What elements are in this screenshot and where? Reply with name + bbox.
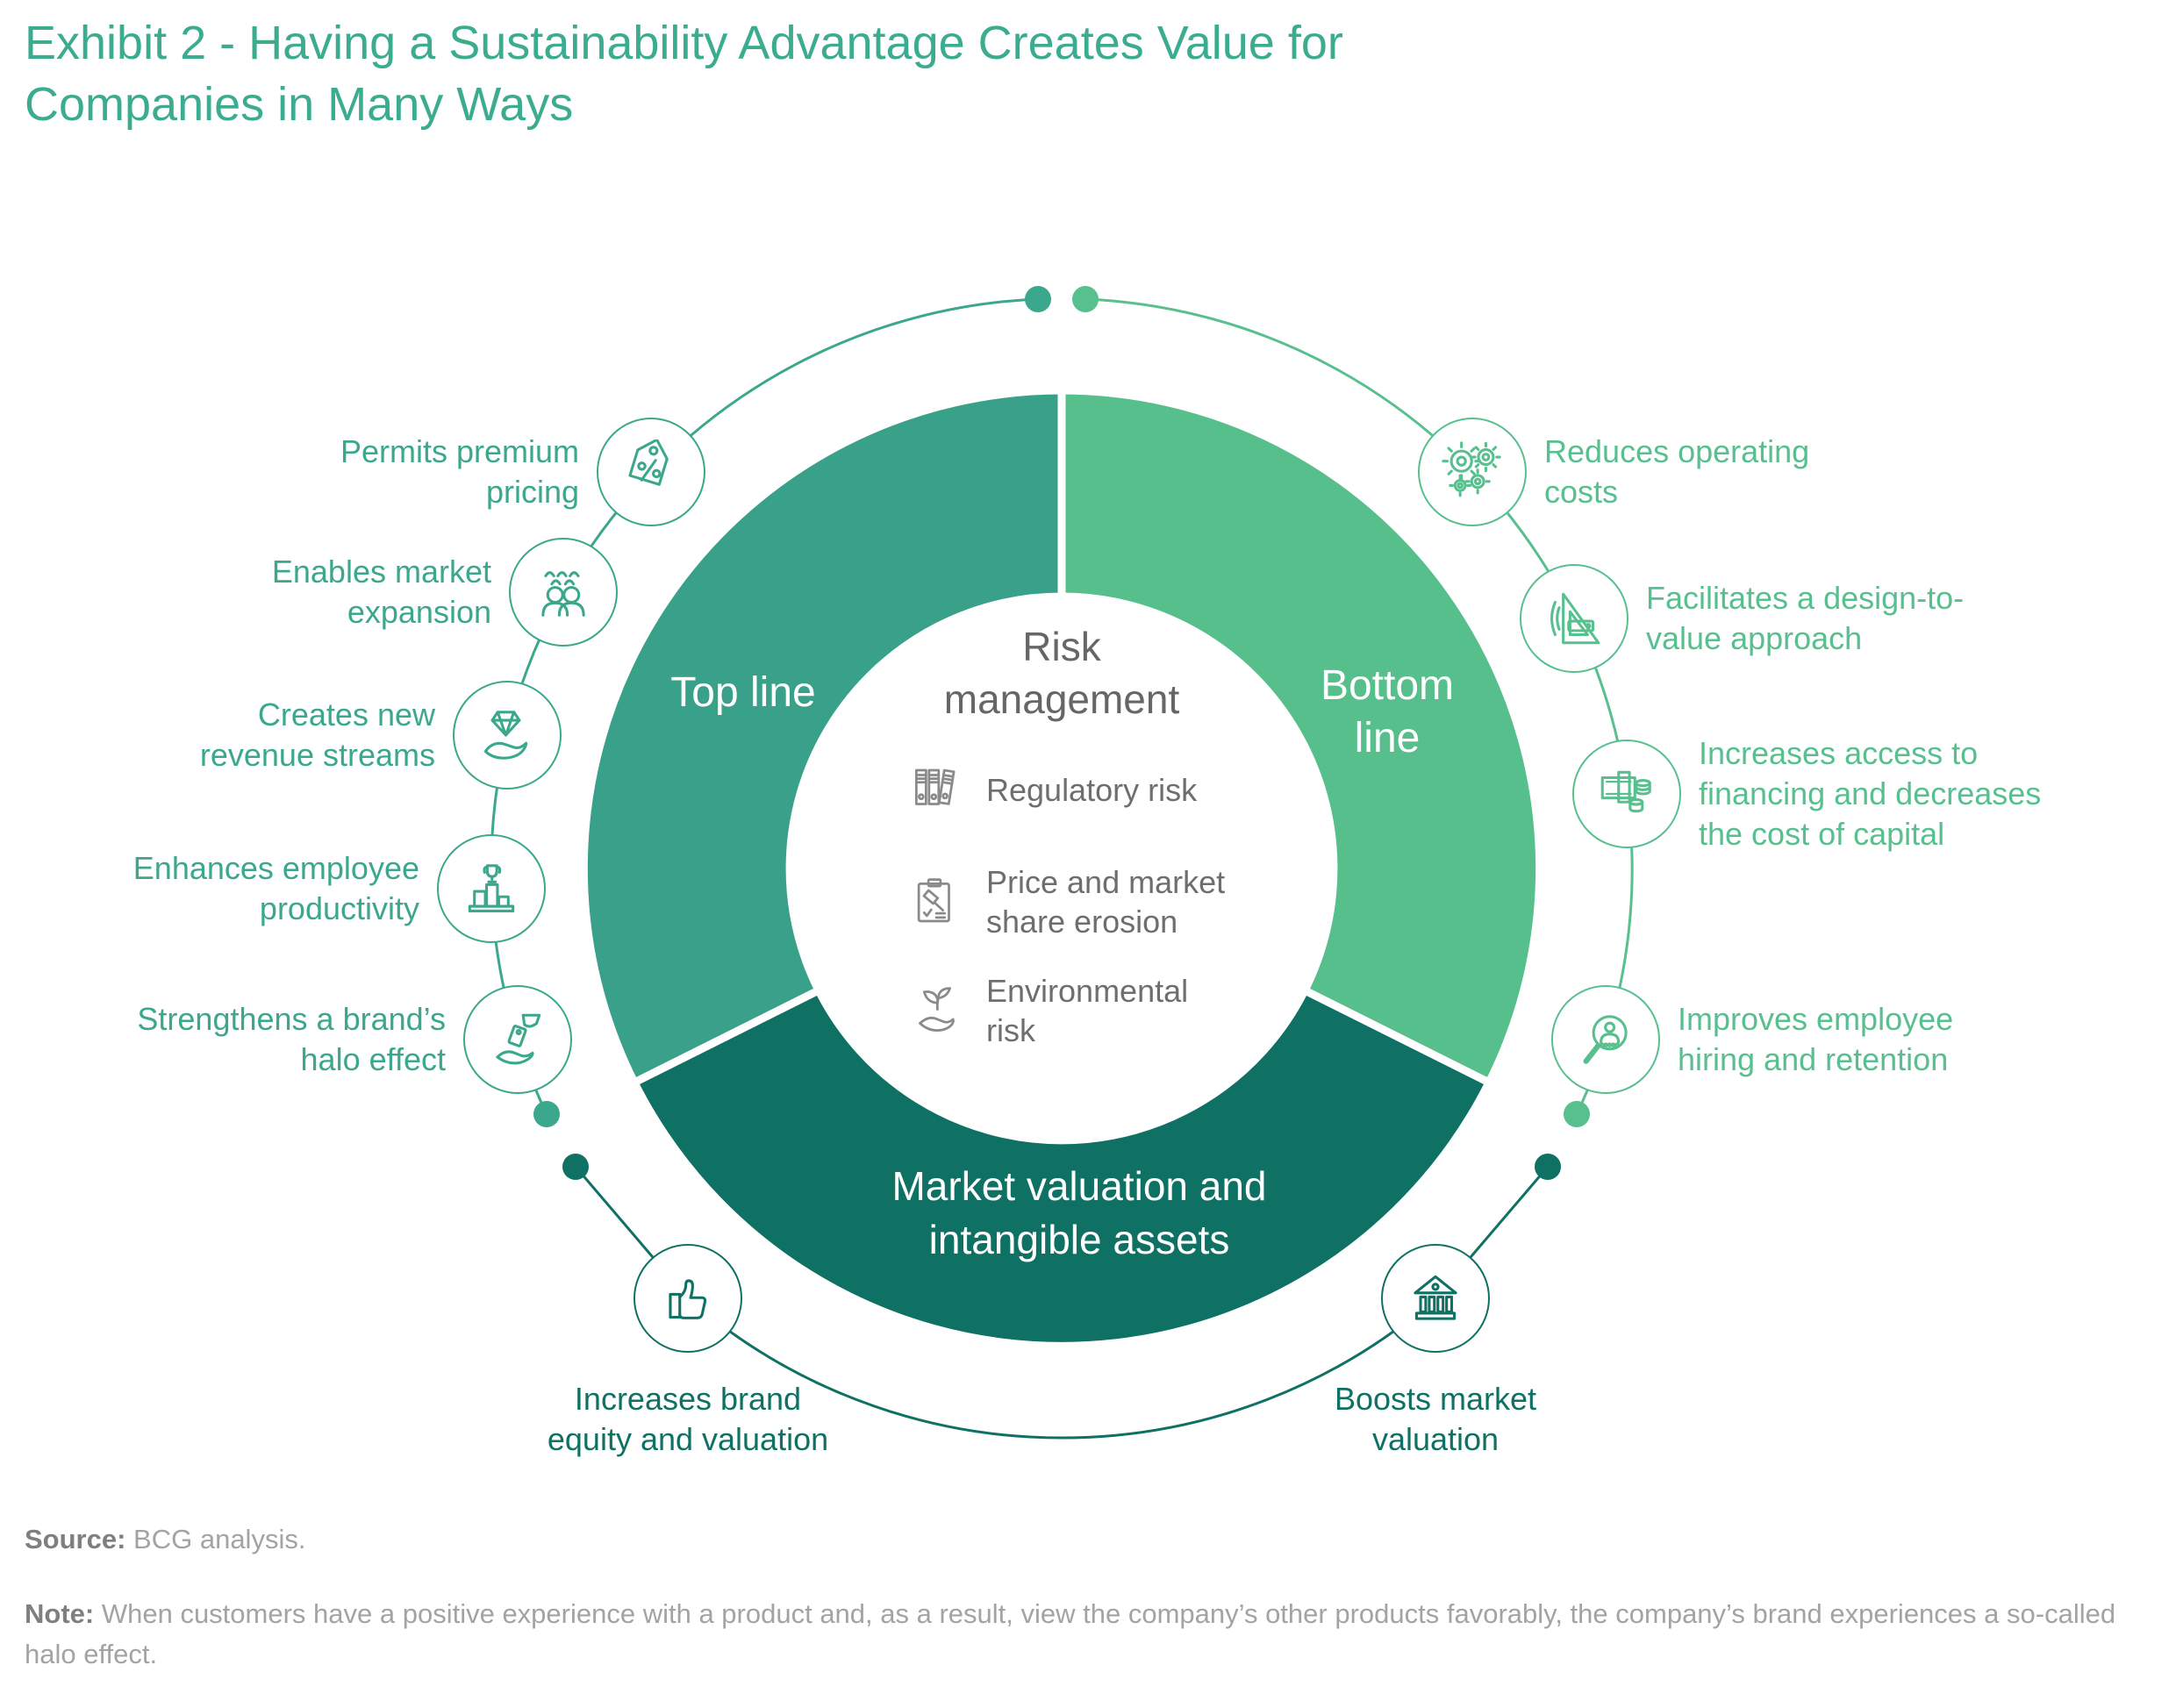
benefit-label-halo-effect: Strengthens a brand’s halo effect — [137, 1001, 446, 1078]
benefit-label-market-expansion: Enables market expansion — [271, 554, 491, 631]
drafting-tools-icon — [1520, 564, 1628, 673]
risk-item-environmental: Environmental risk — [905, 967, 1283, 1054]
risk-management-heading: Risk management — [943, 624, 1180, 722]
benefit-label-employee-productivity: Enhances employee productivity — [132, 850, 419, 927]
benefit-label-access-to-financing: Increases access to financing and decrea… — [1699, 735, 2042, 853]
risk-item-label: Regulatory risk — [986, 771, 1198, 808]
magnifier-person-icon — [1551, 985, 1660, 1094]
market-valuation-arc — [687, 1297, 1436, 1440]
price-tag-percent-icon — [597, 418, 705, 526]
risk-item-price-erosion: Price and market share erosion — [905, 858, 1283, 946]
crowd-icon — [509, 538, 618, 647]
diamond-hand-icon — [453, 681, 562, 790]
benefit-label-premium-pricing: Permits premium pricing — [340, 433, 579, 511]
source-text: BCG analysis. — [133, 1524, 306, 1554]
binders-icon — [915, 768, 956, 805]
exhibit-title: Exhibit 2 - Having a Sustainability Adva… — [25, 17, 1343, 132]
top-line-arc-end-dot — [533, 1101, 560, 1127]
risk-item-label: Environmental risk — [986, 973, 1189, 1048]
market-valuation-dot-left — [562, 1154, 589, 1180]
thumbs-up-icon — [633, 1244, 742, 1353]
note-line: Note: When customers have a positive exp… — [25, 1594, 2151, 1676]
benefit-label-brand-equity: Increases brand equity and valuation — [547, 1381, 829, 1458]
bottom-line-arc-end-dot — [1564, 1101, 1590, 1127]
source-line: Source: BCG analysis. — [25, 1519, 2151, 1561]
plant-hand-icon — [919, 987, 955, 1032]
risk-item-regulatory: Regulatory risk — [905, 753, 1283, 826]
footer: Source: BCG analysis. Note: When custome… — [25, 1519, 2151, 1676]
bank-icon — [1381, 1244, 1490, 1353]
benefit-label-boosts-valuation: Boosts market valuation — [1334, 1381, 1537, 1458]
market-valuation-dot-right — [1535, 1154, 1561, 1180]
gears-icon — [1418, 418, 1527, 526]
benefit-label-revenue-streams: Creates new revenue streams — [199, 697, 435, 774]
segment-label-top-line: Top line — [670, 669, 816, 716]
note-text: When customers have a positive experienc… — [25, 1597, 2116, 1670]
benefit-label-design-to-value: Facilitates a design-to-value approach — [1646, 580, 1965, 657]
benefit-label-operating-costs: Reduces operating costs — [1544, 433, 1810, 511]
hands-price-tag-icon — [463, 985, 572, 1094]
note-label: Note: — [25, 1597, 95, 1629]
podium-trophy-icon — [437, 834, 546, 943]
segment-label-bottom-line: Bottom line — [1320, 662, 1455, 761]
clipboard-gavel-icon — [917, 878, 950, 923]
benefit-label-hiring-retention: Improves employee hiring and retention — [1678, 1001, 1954, 1078]
banknotes-coins-icon — [1572, 740, 1681, 848]
risk-item-label: Price and market share erosion — [986, 864, 1226, 940]
top-line-arc-start-dot — [1025, 286, 1051, 312]
center-hub-circle — [788, 595, 1335, 1142]
source-label: Source: — [25, 1524, 126, 1554]
bottom-line-arc-start-dot — [1072, 286, 1099, 312]
segment-label-market-valuation: Market valuation and intangible assets — [891, 1163, 1267, 1262]
